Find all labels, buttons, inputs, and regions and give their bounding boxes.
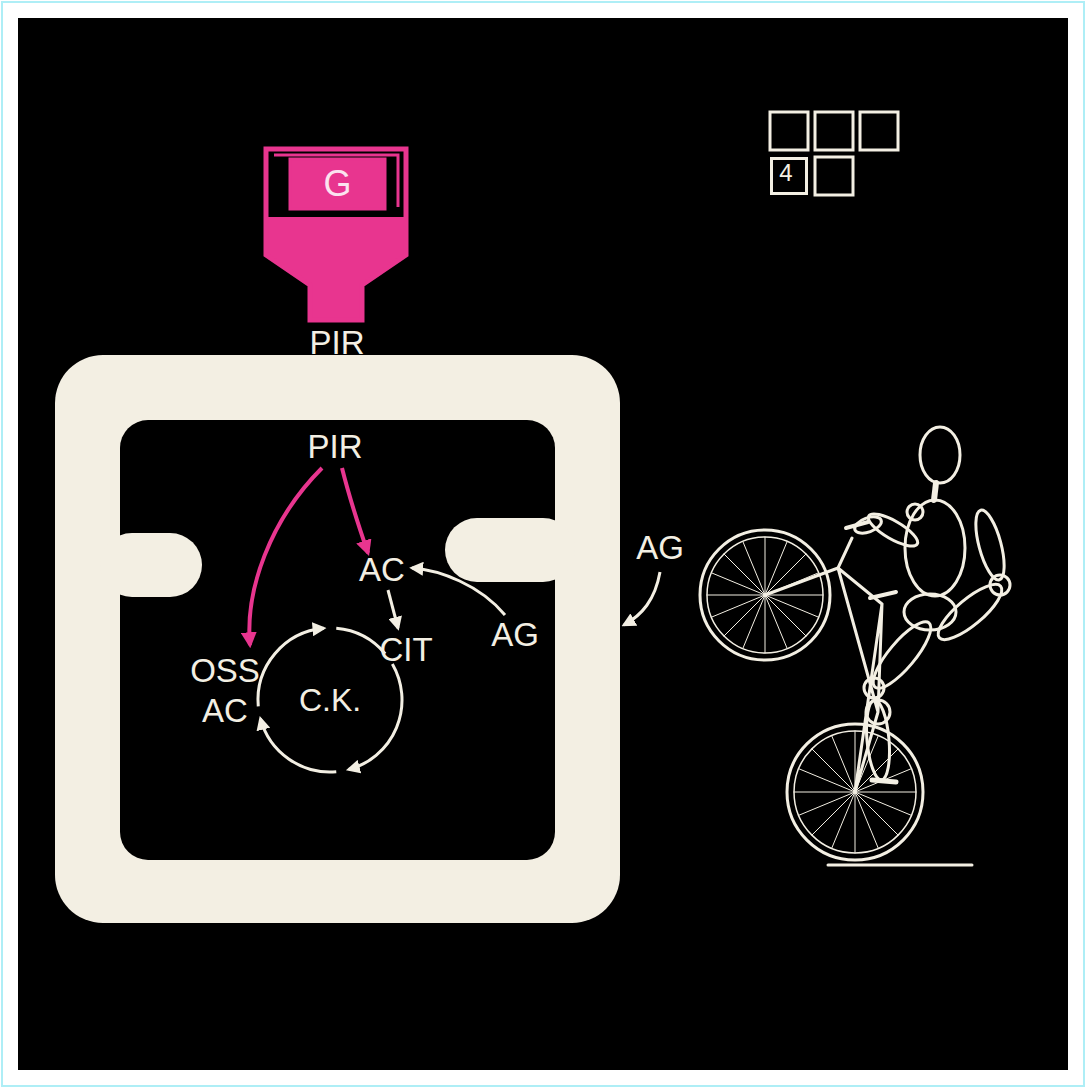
cycle-arc: [260, 719, 336, 772]
cell-frame: [55, 355, 620, 923]
metabolite-label: CIT: [366, 630, 446, 670]
slide-background: [18, 18, 1068, 1070]
metabolite-label: PIR: [292, 323, 382, 363]
handlebar-seat: [846, 522, 896, 598]
pathway-arrow: [249, 468, 322, 645]
progress-grid: [770, 112, 898, 195]
metabolite-label: AG: [625, 528, 695, 568]
cyclist-illustration: [700, 427, 1010, 865]
wheel-spoke: [711, 595, 765, 617]
wheel-spoke: [765, 595, 766, 653]
metabolite-label: OSS AC: [182, 651, 268, 731]
pathway-arrow: [342, 468, 368, 553]
ground-line: [828, 864, 972, 867]
grid-square: [860, 112, 898, 150]
mannequin-joint: [907, 504, 923, 520]
glucose-reservoir: G: [262, 145, 410, 323]
grid-square-numbered: 4: [770, 157, 808, 195]
wheel-spokes: [707, 537, 916, 853]
wheel-spoke: [794, 792, 855, 793]
wheel-spoke: [812, 749, 855, 792]
wheel-spoke: [707, 595, 765, 596]
wheel-spoke: [812, 792, 855, 835]
metabolite-label: PIR: [290, 427, 380, 467]
wheel-spoke: [855, 792, 898, 835]
grid-square: [815, 157, 853, 195]
mannequin-shin: [864, 699, 893, 781]
wheel-spoke: [724, 595, 765, 636]
frame-fold: [445, 518, 575, 582]
pathway-arrow: [412, 568, 505, 615]
wheel-spoke: [765, 537, 766, 595]
pathway-arrow: [624, 572, 660, 625]
mannequin-head: [920, 427, 960, 483]
mannequin-neck: [934, 483, 936, 500]
reservoir-label-box: [290, 159, 385, 209]
wheel-spoke: [799, 792, 855, 815]
metabolite-label: AC: [347, 550, 417, 590]
grid-square: [770, 112, 808, 150]
node-label: G: [290, 159, 385, 209]
wheel-spoke: [855, 792, 878, 848]
pathway-arrow: [388, 590, 398, 628]
mannequin-shin: [970, 507, 1010, 582]
grid-square: [815, 112, 853, 150]
wheel-spoke: [765, 595, 806, 636]
mannequin-forearm: [852, 514, 883, 537]
mannequin-foot: [872, 780, 896, 782]
wheel-spoke: [724, 554, 765, 595]
mannequin-thigh: [931, 576, 1009, 647]
node-label: 4: [770, 157, 802, 189]
wheel-spoke: [765, 595, 787, 649]
reservoir-border: [266, 149, 406, 320]
wheel-spoke: [855, 792, 916, 793]
mannequin-knee: [864, 678, 884, 698]
wheel-spoke: [743, 541, 765, 595]
wheel-spoke: [855, 769, 911, 792]
frame-inner: [120, 420, 555, 860]
frame-fold: [100, 533, 202, 597]
bike-frame: [765, 538, 882, 792]
wheel-spoke: [765, 595, 823, 596]
frame-outer: [55, 355, 620, 923]
mannequin-torso: [905, 500, 965, 596]
wheel-spoke: [832, 736, 855, 792]
metabolite-label: AG: [480, 615, 550, 655]
wheel-spoke: [855, 792, 856, 853]
mannequin-thigh: [865, 614, 939, 695]
cycle-arc: [336, 628, 385, 653]
